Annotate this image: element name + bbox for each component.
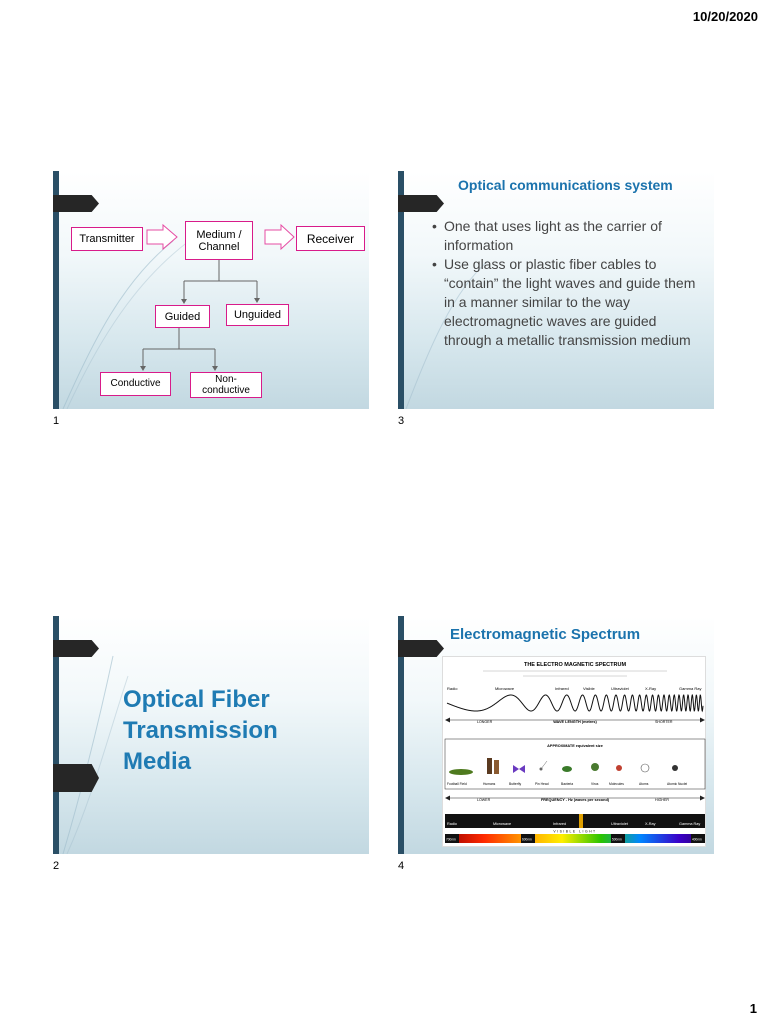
slide-flag xyxy=(398,195,444,212)
date-stamp: 10/20/2020 xyxy=(692,9,758,24)
nonconductive-label-line2: conductive xyxy=(202,385,250,396)
slide-flag xyxy=(53,195,99,212)
decor-swirl xyxy=(62,230,204,409)
slide-3: Optical communications system One that u… xyxy=(398,171,714,409)
nm-400: 400nm xyxy=(692,838,702,842)
wave-label-gamma: Gamma Ray xyxy=(679,686,701,691)
title-line: Optical Fiber xyxy=(123,686,270,713)
slide-flag-large xyxy=(53,764,99,792)
nonconductive-box: Non- conductive xyxy=(190,372,262,398)
band-label-microwave: Microwave xyxy=(493,822,511,826)
object-humans: Humans xyxy=(483,782,496,786)
object-atoms: Atoms xyxy=(639,782,649,786)
visible-light-label: VISIBLE LIGHT xyxy=(553,830,596,834)
band-label-gamma: Gamma Ray xyxy=(679,822,700,826)
decor-swirl xyxy=(62,655,129,854)
em-spectrum-chart: THE ELECTRO MAGNETIC SPECTRUM Radio Micr… xyxy=(442,656,706,847)
object-molecules: Molecules xyxy=(609,782,624,786)
medium-channel-box: Medium / Channel xyxy=(185,221,253,260)
wave-label-ultraviolet: Ultraviolet xyxy=(611,686,630,691)
slide-title: Optical communications system xyxy=(458,177,673,193)
nm-500: 500nm xyxy=(612,838,622,842)
spectrum-title: THE ELECTRO MAGNETIC SPECTRUM xyxy=(524,662,626,668)
title-line: Media xyxy=(123,748,192,775)
flow-diagram-connectors xyxy=(140,223,295,371)
accent-bar xyxy=(398,616,404,854)
band-label-radio: Radio xyxy=(447,822,457,826)
slide-number-3: 3 xyxy=(398,415,405,427)
slide-flag xyxy=(53,640,99,657)
band-label-xray: X-Ray xyxy=(645,822,656,826)
wavelength-label: WAVE LENGTH (metres) xyxy=(553,720,597,724)
band-label-infrared: Infrared xyxy=(553,822,566,826)
slide-2: Optical Fiber Transmission Media xyxy=(53,616,369,854)
slide-1: Transmitter Medium / Channel Receiver Gu… xyxy=(53,171,369,409)
wave-label-xray: X-Ray xyxy=(645,686,656,691)
wave-label-radio: Radio xyxy=(447,686,458,691)
accent-bar xyxy=(53,616,59,854)
frequency-label: FREQUENCY - Hz (waves per second) xyxy=(541,798,610,802)
guided-label: Guided xyxy=(164,310,201,323)
page-number: 1 xyxy=(749,1001,757,1016)
transmitter-box: Transmitter xyxy=(71,227,143,251)
band-label-ultraviolet: Ultraviolet xyxy=(611,822,629,826)
slide-title: Electromagnetic Spectrum xyxy=(450,626,641,643)
wave-label-infrared: Infrared xyxy=(555,686,569,691)
bullet-list: One that uses light as the carrier of in… xyxy=(430,217,700,350)
object-football-field: Football Field xyxy=(447,782,467,786)
conductive-box: Conductive xyxy=(100,372,171,396)
nm-600: 600nm xyxy=(522,838,532,842)
shorter-label: SHORTER xyxy=(655,720,673,724)
slide-number-1: 1 xyxy=(53,415,60,427)
slide-number-2: 2 xyxy=(53,860,60,872)
object-bacteria: Bacteria xyxy=(561,782,573,786)
wave-label-visible: Visible xyxy=(583,686,595,691)
longer-label: LONGER xyxy=(477,720,493,724)
nm-700: 700nm xyxy=(446,838,456,842)
wave-label-microwave: Microwave xyxy=(495,686,515,691)
medium-label-line1: Medium / xyxy=(196,228,242,241)
accent-bar xyxy=(398,171,404,409)
title-heading: Optical Fiber Transmission Media xyxy=(123,684,363,777)
unguided-label: Unguided xyxy=(233,309,282,321)
object-virus: Virus xyxy=(591,782,599,786)
lower-label: LOWER xyxy=(477,798,491,802)
slide-number-4: 4 xyxy=(398,860,405,872)
accent-bar xyxy=(53,171,59,409)
receiver-label: Receiver xyxy=(306,231,355,246)
transmitter-label: Transmitter xyxy=(79,233,135,245)
receiver-box: Receiver xyxy=(296,226,365,251)
bullet-item: Use glass or plastic fiber cables to “co… xyxy=(430,255,700,350)
unguided-box: Unguided xyxy=(226,304,289,326)
object-atomic-nuclei: Atomic Nuclei xyxy=(667,782,687,786)
slide-flag xyxy=(398,640,444,657)
wave-line xyxy=(446,693,704,713)
nonconductive-label-line1: Non- xyxy=(215,374,237,385)
object-pin-head: Pin Head xyxy=(535,782,549,786)
object-butterfly: Butterfly xyxy=(509,782,521,786)
scale-label: APPROXIMATE equivalent size xyxy=(547,744,603,748)
guided-box: Guided xyxy=(155,305,210,328)
slide-4: Electromagnetic Spectrum THE ELECTRO MAG… xyxy=(398,616,714,854)
conductive-label: Conductive xyxy=(110,378,161,389)
title-line: Transmission xyxy=(123,717,278,744)
higher-label: HIGHER xyxy=(655,798,669,802)
spectrum-graphic: THE ELECTRO MAGNETIC SPECTRUM Radio Micr… xyxy=(444,662,706,843)
medium-label-line2: Channel xyxy=(198,240,240,253)
bullet-item: One that uses light as the carrier of in… xyxy=(430,217,700,255)
